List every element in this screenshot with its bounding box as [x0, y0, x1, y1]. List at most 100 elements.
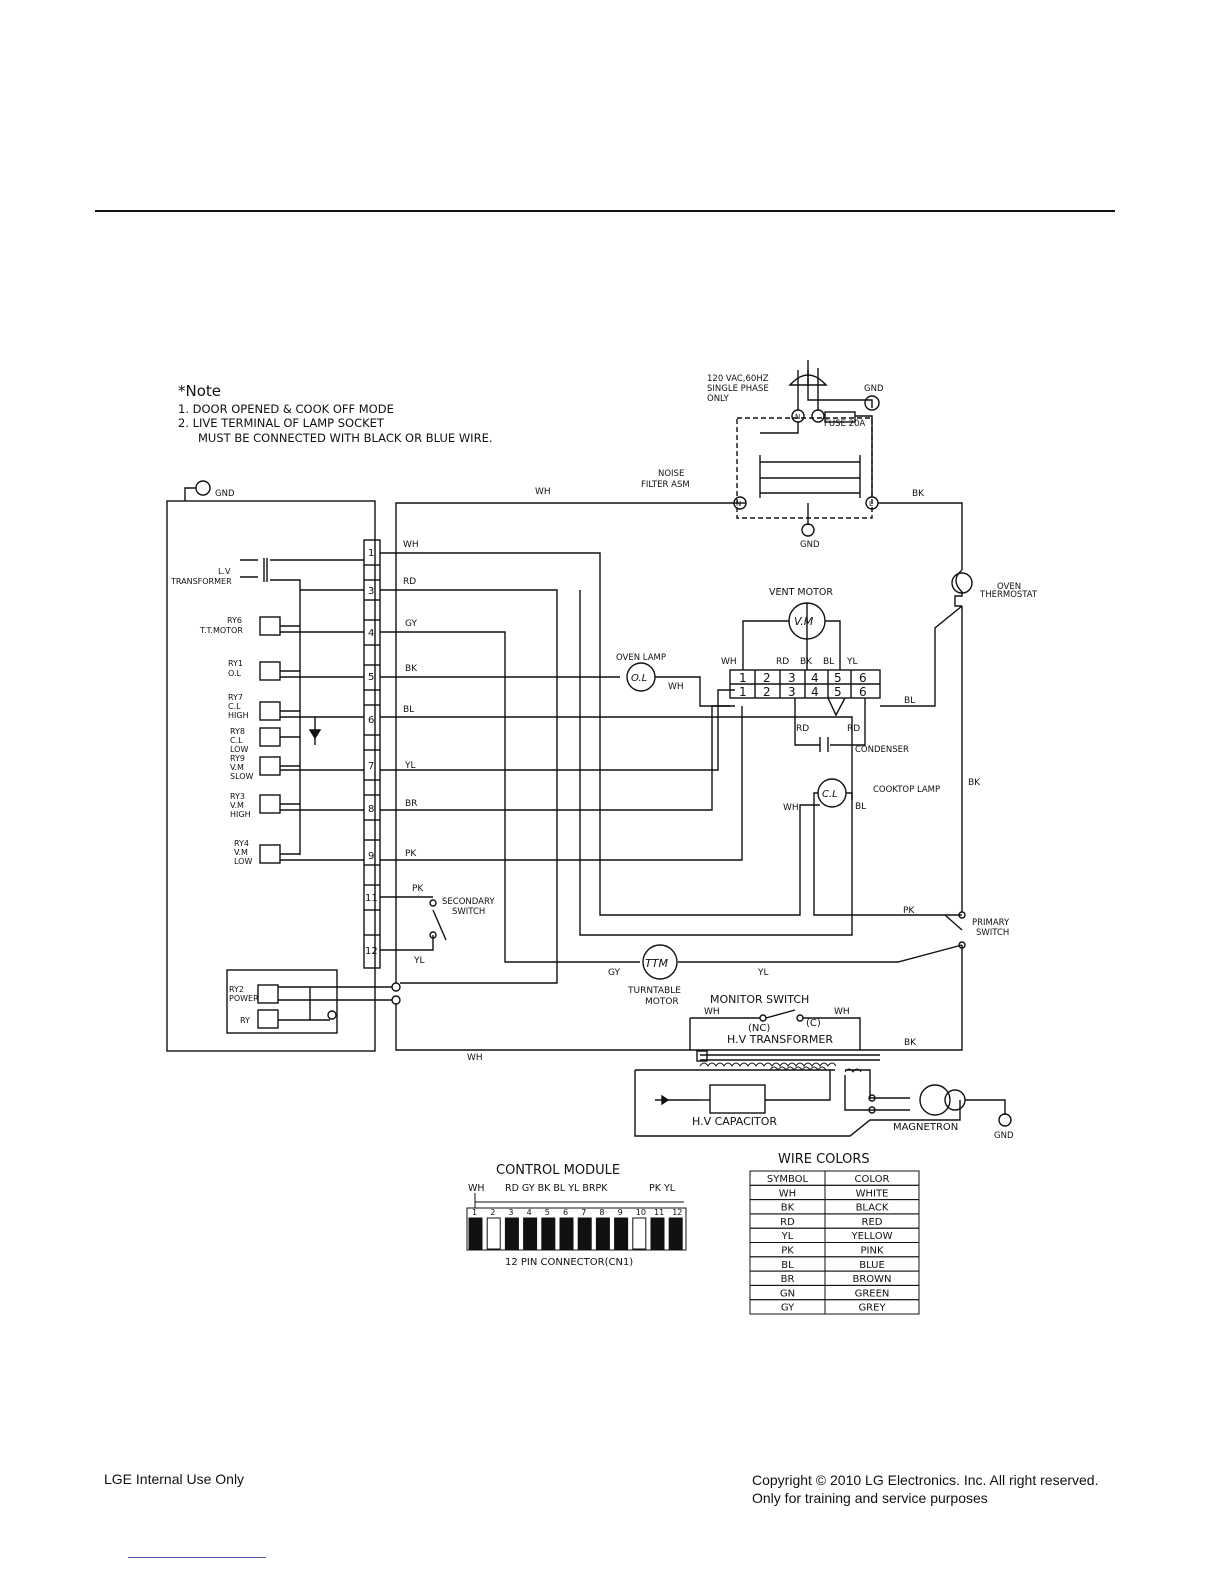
cm-pin-number: 9 — [618, 1208, 623, 1217]
pin-3: 3 — [368, 586, 374, 597]
wire-rd-cond-2: RD — [847, 724, 860, 734]
pin-1: 1 — [368, 548, 374, 559]
cm-wire-middle: RD GY BK BL YL BRPK — [505, 1183, 608, 1194]
cm-pin-number: 2 — [490, 1208, 495, 1217]
ry8-sub: C.L — [230, 736, 243, 745]
wire-yl-ttm: YL — [757, 968, 769, 978]
hv-transformer-label: H.V TRANSFORMER — [727, 1033, 833, 1046]
cm-pin-number: 4 — [527, 1208, 532, 1217]
primary-switch-1: PRIMARY — [972, 918, 1010, 928]
fuse-label: FUSE 20A — [824, 419, 865, 429]
vm-wire-bk: BK — [800, 657, 813, 667]
wire-color-name: BROWN — [852, 1274, 891, 1285]
cm-pin-number: 12 — [672, 1208, 682, 1217]
wire-symbol: PK — [781, 1246, 794, 1257]
noise-filter-line-1: NOISE — [658, 469, 684, 479]
wire-color-name: YELLOW — [851, 1231, 893, 1242]
c-label: (C) — [806, 1018, 821, 1029]
vm-terminal-2b: 2 — [763, 685, 771, 699]
cm-connector-label: 12 PIN CONNECTOR(CN1) — [505, 1257, 633, 1268]
condenser-label: CONDENSER — [855, 745, 909, 755]
wire-bk-right: BK — [968, 778, 981, 788]
cm-pin-block — [632, 1217, 647, 1250]
wire-wh-bottom: WH — [467, 1053, 483, 1063]
ry2-sub: POWER — [229, 994, 259, 1003]
vm-terminal-6a: 6 — [859, 671, 867, 685]
ol-symbol: O.L — [631, 673, 647, 684]
ry1-sub: O.L — [228, 669, 242, 678]
magnetron-label: MAGNETRON — [893, 1122, 958, 1133]
wire-symbol: BK — [781, 1203, 795, 1214]
wire-rd: RD — [403, 577, 416, 587]
ry6-sub: T.T.MOTOR — [199, 626, 243, 635]
secondary-switch-1: SECONDARY — [442, 897, 495, 907]
wire-color-name: GREY — [858, 1303, 886, 1314]
vm-symbol: V.M — [794, 615, 814, 628]
wire-symbol: BR — [781, 1274, 795, 1285]
gnd-label-mag: GND — [994, 1131, 1014, 1141]
wire-colors-header: COLOR — [855, 1174, 890, 1185]
gnd-label-left: GND — [215, 489, 235, 499]
cl-symbol: C.L — [822, 789, 838, 800]
vm-wire-yl: YL — [846, 657, 858, 667]
vm-terminal-5a: 5 — [834, 671, 842, 685]
turntable-motor-1: TURNTABLE — [627, 986, 681, 996]
wire-yl-2: YL — [413, 956, 425, 966]
cm-pin-block — [668, 1217, 683, 1250]
pin-9: 9 — [368, 851, 374, 862]
secondary-switch-2: SWITCH — [452, 907, 485, 917]
noise-filter-line-2: FILTER ASM — [641, 480, 690, 490]
footer-copyright-line-2: Only for training and service purposes — [752, 1490, 988, 1506]
note-line-1: 1. DOOR OPENED & COOK OFF MODE — [178, 402, 394, 416]
cm-pin-number: 3 — [508, 1208, 513, 1217]
ry3-label: RY3 — [230, 792, 245, 801]
cm-wire-right: PK YL — [649, 1183, 676, 1194]
footer-link-underline[interactable] — [128, 1557, 266, 1558]
cm-pin-block — [577, 1217, 592, 1250]
wire-wh-1: WH — [403, 540, 419, 550]
nc-label: (NC) — [748, 1023, 770, 1034]
ry8-label: RY8 — [230, 727, 245, 736]
supply-line-3: ONLY — [707, 394, 730, 404]
lv-transformer-label-1: L.V — [218, 567, 231, 576]
vm-terminal-3b: 3 — [788, 685, 796, 699]
vm-terminal-1a: 1 — [739, 671, 747, 685]
turntable-motor-2: MOTOR — [645, 997, 679, 1007]
cm-pin-number: 6 — [563, 1208, 568, 1217]
supply-line-2: SINGLE PHASE — [707, 384, 769, 394]
ry6-label: RY6 — [227, 616, 242, 625]
wire-bk-top: BK — [912, 489, 925, 499]
pin-6: 6 — [368, 715, 374, 726]
vm-wire-bl: BL — [823, 657, 834, 667]
gnd-label-top: GND — [864, 384, 884, 394]
cm-pin-block — [595, 1217, 610, 1250]
vm-terminal-2a: 2 — [763, 671, 771, 685]
pin-11: 11 — [365, 893, 378, 904]
ttm-symbol: TTM — [645, 957, 668, 970]
cm-pin-block — [650, 1217, 665, 1250]
cm-wire-wh: WH — [468, 1183, 485, 1194]
wire-gy: GY — [405, 619, 418, 629]
wire-wh-ms: WH — [704, 1007, 720, 1017]
lv-transformer-label-2: TRANSFORMER — [170, 577, 232, 586]
vm-terminal-4b: 4 — [811, 685, 819, 699]
vm-terminal-5b: 5 — [834, 685, 842, 699]
wire-color-name: GREEN — [855, 1288, 890, 1299]
wire-symbol: RD — [780, 1217, 795, 1228]
vent-motor-label: VENT MOTOR — [769, 587, 833, 598]
cooktop-lamp-label: COOKTOP LAMP — [873, 785, 940, 795]
monitor-switch-label: MONITOR SWITCH — [710, 993, 809, 1006]
wire-bl-cl: BL — [855, 802, 866, 812]
pin-8: 8 — [368, 804, 374, 815]
cm-pin-number: 8 — [599, 1208, 604, 1217]
cm-pin-block — [614, 1217, 629, 1250]
primary-switch-2: SWITCH — [976, 928, 1009, 938]
wire-symbol: YL — [781, 1231, 794, 1242]
footer-copyright-line-1: Copyright © 2010 LG Electronics. Inc. Al… — [752, 1472, 1099, 1488]
note-line-2: 2. LIVE TERMINAL OF LAMP SOCKET — [178, 416, 385, 430]
n-terminal-top: N — [795, 413, 800, 421]
wire-bl-right: BL — [904, 696, 915, 706]
